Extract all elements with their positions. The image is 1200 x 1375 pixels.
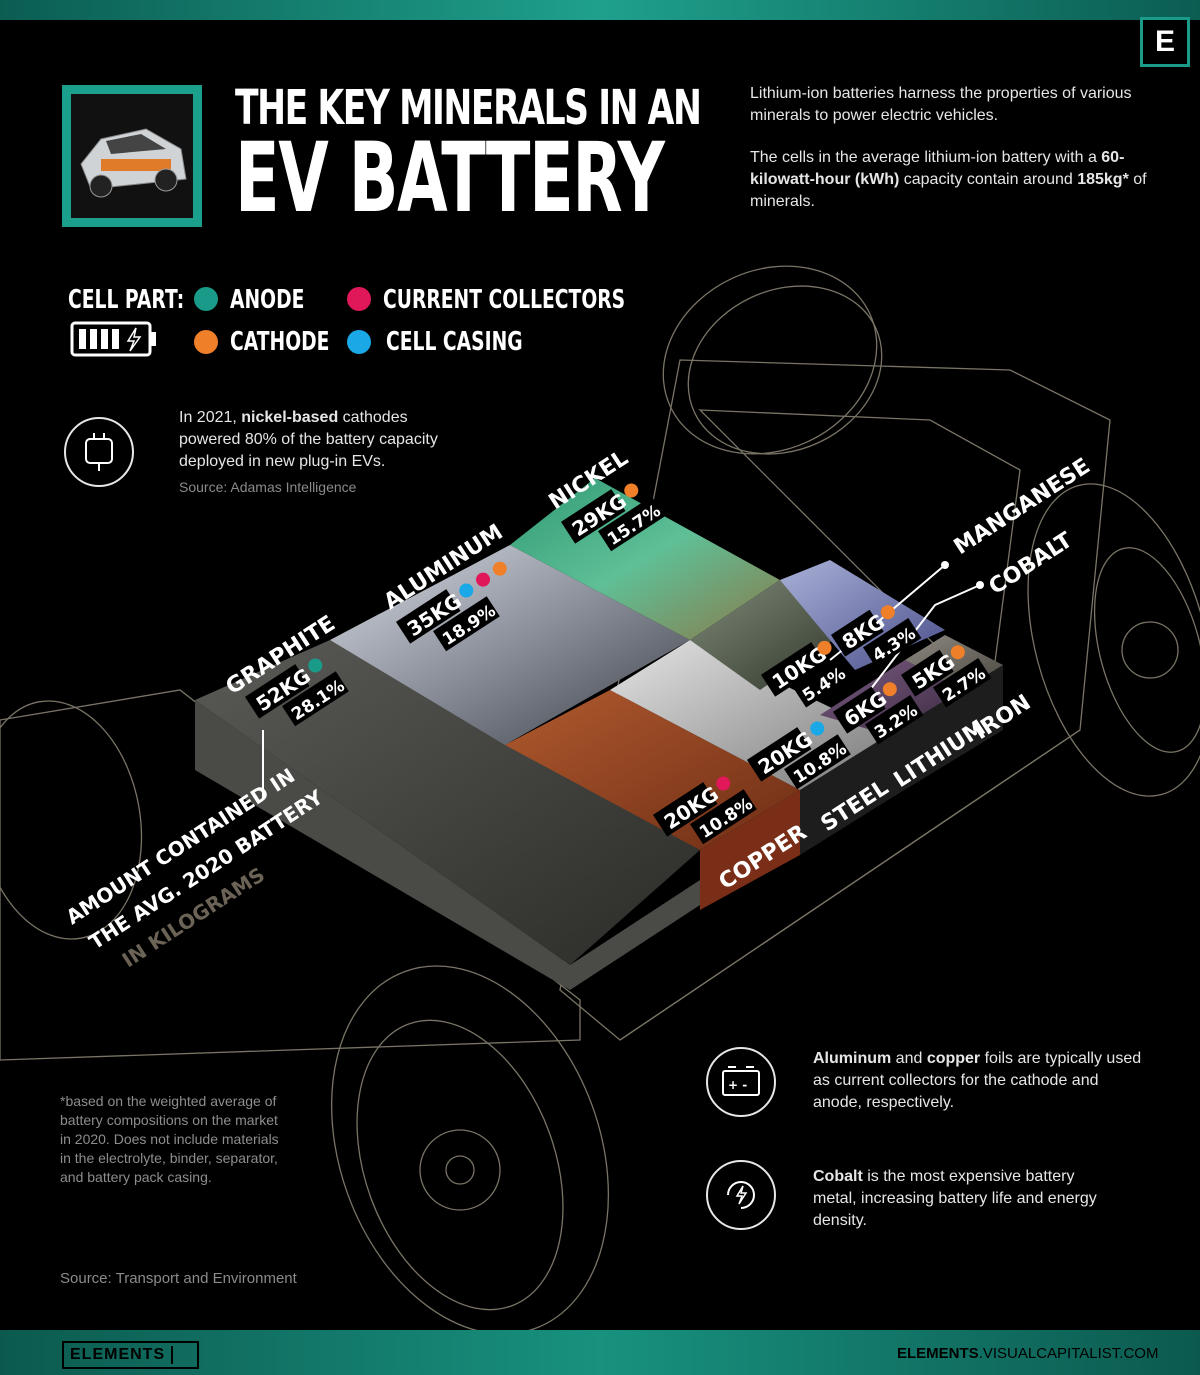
tag-aluminum: 35KG 18.9%	[395, 561, 507, 652]
note-text: In 2021,	[179, 409, 242, 426]
label-iron: IRON	[970, 690, 1036, 745]
top-accent-bar	[0, 0, 1200, 20]
cathode-dot-icon	[194, 330, 218, 354]
label-cobalt: COBALT	[985, 528, 1077, 600]
ev-car-image	[62, 85, 202, 227]
note-bold: nickel-based	[241, 409, 339, 426]
elements-brand: ELEMENTS	[62, 1341, 200, 1369]
intro-text: capacity contain around	[899, 171, 1078, 188]
legend-cathode: CATHODE	[230, 327, 330, 357]
bottom-bar	[0, 1330, 1200, 1375]
note-text: foils are typically used as current coll…	[813, 1050, 1142, 1111]
tag-cobalt: 8KG 4.3%	[830, 605, 922, 668]
recharge-icon	[706, 1160, 776, 1230]
footnote: *based on the weighted average of batter…	[60, 1093, 279, 1185]
brand-mark-icon	[171, 1346, 191, 1364]
note-text: is the most expensive battery metal, inc…	[813, 1168, 1097, 1229]
legend-anode: ANODE	[230, 285, 305, 315]
tag-steel: 20KG 10.8%	[746, 721, 851, 790]
intro-text: The cells in the average lithium-ion bat…	[750, 149, 1102, 166]
title-line-1: THE KEY MINERALS IN AN	[235, 80, 702, 136]
note-bold: Cobalt	[813, 1168, 863, 1185]
svg-text:+ -: + -	[728, 1078, 747, 1092]
note-text: and	[891, 1050, 927, 1067]
collectors-dot-icon	[347, 287, 371, 311]
legend-heading: CELL PART:	[68, 285, 185, 315]
legend-cell-casing: CELL CASING	[386, 327, 523, 357]
casing-dot-icon	[347, 330, 371, 354]
nickel-source: Source: Adamas Intelligence	[179, 479, 357, 495]
anode-dot-icon	[194, 287, 218, 311]
note-bold: Aluminum	[813, 1050, 892, 1067]
url-bold: ELEMENTS	[897, 1345, 979, 1362]
brand-logo: E	[1140, 17, 1190, 67]
collectors-note: Aluminum and copper foils are typically …	[813, 1048, 1143, 1114]
label-steel: STEEL	[817, 775, 893, 837]
legend-current-collectors: CURRENT COLLECTORS	[383, 285, 626, 315]
note-text: cathodes powered 80% of the battery capa…	[179, 409, 438, 470]
battery-icon	[70, 321, 156, 357]
ev-plug-icon	[64, 417, 134, 487]
title-line-2: EV BATTERY	[235, 122, 665, 234]
tag-copper: 20KG 10.8%	[652, 776, 757, 845]
label-copper: COPPER	[715, 820, 812, 895]
intro-paragraph-1: Lithium-ion batteries harness the proper…	[750, 85, 1132, 124]
url-rest: .VISUALCAPITALIST.COM	[978, 1345, 1159, 1362]
intro-text: of minerals.	[750, 171, 1147, 210]
intro-bold-capacity: 60-kilowatt-hour (kWh)	[750, 149, 1125, 188]
note-bold: copper	[926, 1050, 981, 1067]
source-credit: Source: Transport and Environment	[60, 1270, 297, 1287]
website-url[interactable]: ELEMENTS.VISUALCAPITALIST.COM	[897, 1345, 1158, 1362]
intro-bold-mass: 185kg*	[1077, 171, 1129, 188]
cobalt-note: Cobalt is the most expensive battery met…	[813, 1166, 1103, 1232]
footer-brand-text: ELEMENTS	[70, 1346, 166, 1363]
nickel-note: In 2021, nickel-based cathodes powered 8…	[179, 407, 469, 473]
intro-paragraph-2: The cells in the average lithium-ion bat…	[750, 147, 1150, 213]
car-icon	[80, 128, 187, 198]
battery-terminals-icon: + -	[706, 1047, 776, 1117]
